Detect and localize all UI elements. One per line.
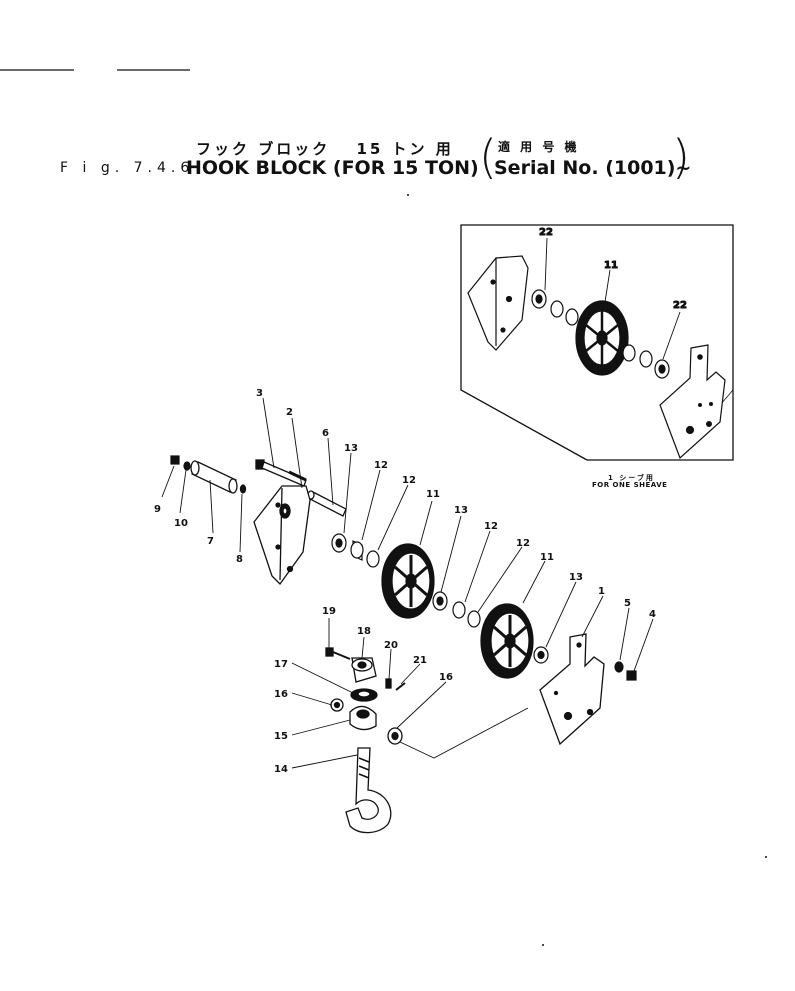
callout-10: 10	[174, 518, 188, 529]
side-plate-1	[539, 633, 605, 746]
serial-english: Serial No. (1001)~	[494, 157, 692, 179]
sheave-second	[480, 603, 534, 679]
callout-2: 2	[286, 407, 293, 418]
sheave-first	[381, 543, 435, 619]
callout-8: 8	[236, 554, 243, 565]
pin-7	[190, 460, 247, 494]
inset-side-plate	[467, 255, 529, 351]
figure-number: F i g. 7.4.6	[60, 160, 195, 176]
inset-right-plate	[659, 344, 726, 460]
serial-japanese: 適 用 号 機	[498, 140, 580, 154]
callout-19: 19	[322, 606, 336, 617]
callout-4: 4	[649, 609, 656, 620]
callout-12-b: 12	[402, 475, 416, 486]
callout-13-b: 13	[454, 505, 468, 516]
inset-callout-22-right: 22	[673, 300, 687, 311]
callout-11-second: 11	[540, 552, 554, 563]
inset-callout-22-left: 22	[539, 227, 553, 238]
inset-caption-japanese: 1 シーブ用	[608, 474, 655, 482]
bearings-first	[331, 533, 380, 568]
side-plate-2	[253, 485, 311, 586]
title-english: HOOK BLOCK (FOR 15 TON)	[186, 157, 479, 179]
callout-5: 5	[624, 598, 631, 609]
callout-16-right: 16	[439, 672, 453, 683]
inset-callout-11: 11	[604, 260, 618, 271]
callout-11-first: 11	[426, 489, 440, 500]
inset-callouts: 22 11 22	[539, 227, 687, 360]
hook-assembly	[325, 647, 406, 834]
callout-15: 15	[274, 731, 288, 742]
callout-21: 21	[413, 655, 427, 666]
callout-13-c: 13	[569, 572, 583, 583]
left-bracket-glyph: (	[479, 130, 497, 184]
bolt-and-washer	[170, 455, 191, 471]
callout-17: 17	[274, 659, 288, 670]
callout-12-a: 12	[374, 460, 388, 471]
nuts-right	[614, 661, 637, 681]
callout-9: 9	[154, 504, 161, 515]
callout-16-left: 16	[274, 689, 288, 700]
callout-18: 18	[357, 626, 371, 637]
scan-specks	[407, 194, 767, 946]
right-bracket-glyph: )	[672, 130, 690, 184]
inset-sheave	[531, 289, 670, 379]
title-japanese: フック ブロック 15 トン 用	[196, 140, 454, 158]
callout-7: 7	[207, 536, 214, 547]
callout-14: 14	[274, 764, 288, 775]
callout-leaders	[161, 397, 654, 769]
inset-caption-english: FOR ONE SHEAVE	[592, 481, 668, 489]
washer-13-right	[533, 646, 549, 664]
assembly-leader-lines	[399, 707, 529, 759]
pin-6	[307, 490, 347, 517]
callout-13-a: 13	[344, 443, 358, 454]
callout-20: 20	[384, 640, 398, 651]
callout-3: 3	[256, 388, 263, 399]
callout-12-d: 12	[516, 538, 530, 549]
callout-12-c: 12	[484, 521, 498, 532]
callout-1: 1	[598, 586, 605, 597]
callout-6: 6	[322, 428, 329, 439]
bearings-second	[432, 591, 481, 628]
callout-labels: 1 2 3 4 5 6 7 8 9 10 11 11 12 12 12 12 1…	[154, 388, 656, 775]
